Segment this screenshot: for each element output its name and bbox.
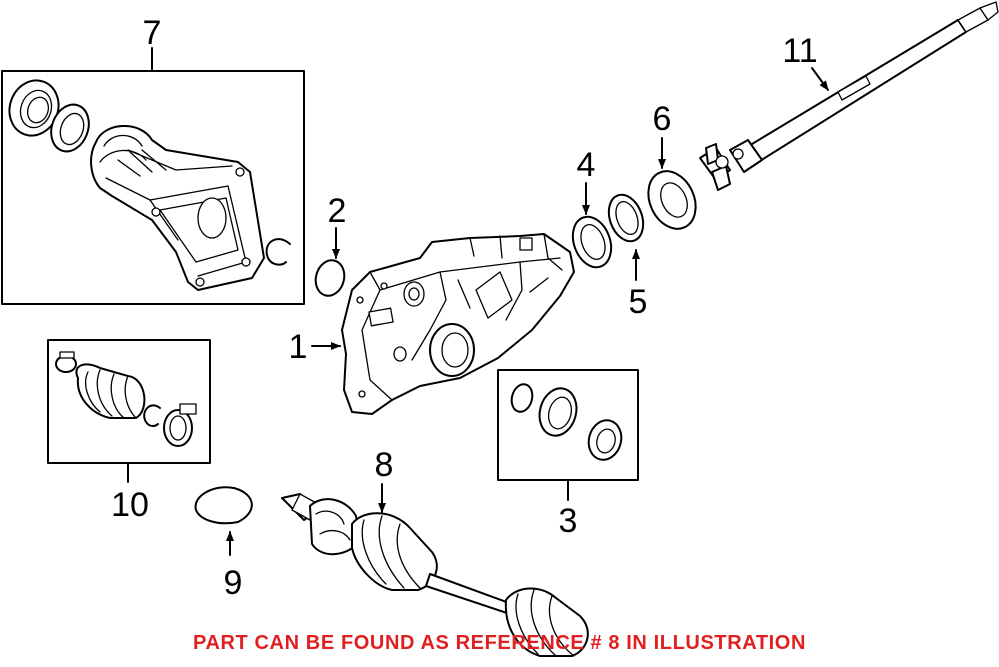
part-5-ring[interactable]: 5 [603,190,649,321]
callout-4: 4 [577,146,596,184]
part-6-shim[interactable]: 6 [639,100,704,236]
callout-5: 5 [629,283,648,321]
part-7-housing-kit[interactable]: 7 [1,14,305,305]
reference-note: PART CAN BE FOUND AS REFERENCE # 8 IN IL… [193,632,806,654]
callout-3: 3 [559,502,578,540]
part-8-cv-axle[interactable]: 8 [281,446,589,657]
part-3-seal-kit[interactable]: 3 [497,369,639,540]
callout-9: 9 [224,564,243,602]
part-2-o-ring[interactable]: 2 [312,192,348,299]
callout-10: 10 [111,486,149,524]
callout-6: 6 [653,100,672,138]
part-1-differential[interactable]: 1 [289,233,575,415]
callout-8: 8 [375,446,394,484]
part-10-boot-kit[interactable]: 10 [47,339,211,524]
part-9-snap-ring[interactable]: 9 [194,486,253,602]
part-4-seal[interactable]: 4 [566,146,618,273]
callout-7: 7 [143,14,162,52]
callout-2: 2 [328,192,347,230]
callout-11: 11 [782,32,817,70]
part-11-drive-shaft[interactable]: 11 [699,1,999,191]
callout-1: 1 [289,328,308,366]
